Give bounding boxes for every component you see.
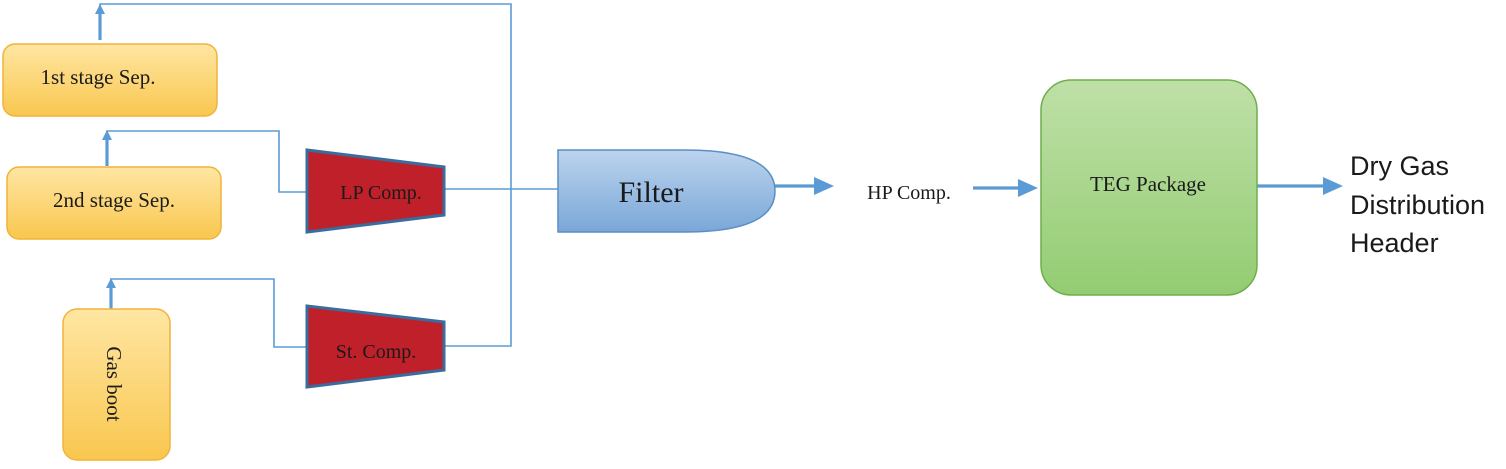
filter: Filter — [557, 149, 776, 233]
output-line-3: Header — [1350, 228, 1439, 258]
teg-package: TEG Package — [1040, 79, 1258, 296]
teg-package-label: TEG Package — [1090, 172, 1206, 196]
dry-gas-output-label: Dry Gas Distribution Header — [1350, 151, 1485, 258]
hp-compressor-label: HP Comp. — [867, 182, 951, 204]
gas-boot-label: Gas boot — [102, 346, 126, 421]
gas-boot: Gas boot — [62, 308, 171, 461]
st-compressor-label: St. Comp. — [336, 341, 417, 363]
output-line-1: Dry Gas — [1350, 151, 1449, 181]
second-stage-separator-label: 2nd stage Sep. — [53, 188, 175, 212]
lp-compressor-label: LP Comp. — [340, 182, 422, 204]
second-stage-separator: 2nd stage Sep. — [6, 166, 222, 240]
filter-label: Filter — [619, 176, 684, 209]
first-stage-separator: 1st stage Sep. — [2, 43, 218, 117]
lp-compressor: LP Comp. — [305, 148, 446, 234]
first-stage-separator-label: 1st stage Sep. — [41, 65, 156, 89]
output-line-2: Distribution — [1350, 190, 1485, 220]
st-compressor: St. Comp. — [305, 304, 446, 389]
